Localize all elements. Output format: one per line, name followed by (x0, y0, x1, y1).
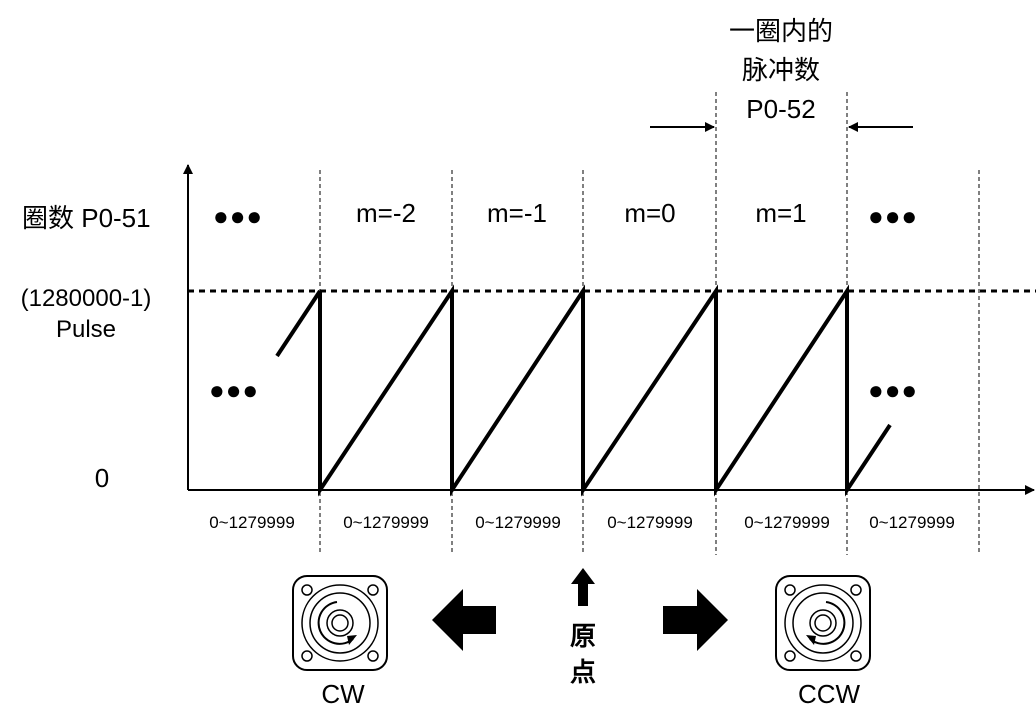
title-line-1: 一圈内的 (729, 16, 833, 46)
range-label: 0~1279999 (869, 513, 955, 532)
origin-label-2: 点 (570, 657, 596, 687)
segment-dividers (319, 92, 980, 555)
segment-label: m=0 (624, 198, 675, 228)
range-label: 0~1279999 (744, 513, 830, 532)
sawtooth-partial-left (275, 289, 322, 358)
title-line-2: 脉冲数 (742, 55, 820, 85)
title-line-3: P0-52 (746, 94, 815, 124)
cw-label: CW (321, 679, 365, 706)
ellipsis-mid-left: ●●● (209, 375, 259, 405)
zero-label: 0 (95, 463, 109, 493)
segment-label: m=-2 (356, 198, 416, 228)
range-label: 0~1279999 (209, 513, 295, 532)
motor-ccw-icon (775, 575, 871, 671)
pulse-unit-label: Pulse (56, 316, 116, 343)
ellipsis-top-left: ●●● (213, 201, 263, 231)
motor-cw-icon (292, 575, 388, 671)
origin-arrow-icon (571, 568, 595, 606)
origin-label-1: 原 (570, 621, 596, 651)
max-pulse-label: (1280000-1) (21, 285, 152, 312)
ccw-label: CCW (798, 679, 861, 706)
ellipsis-top-right: ●●● (868, 201, 918, 231)
range-label: 0~1279999 (343, 513, 429, 532)
arrow-right-icon (663, 589, 728, 651)
sawtooth-waveform (318, 284, 892, 497)
arrow-left-icon (432, 589, 496, 651)
segment-label: m=1 (755, 198, 806, 228)
segment-label: m=-1 (487, 198, 547, 228)
turns-label: 圈数 P0-51 (22, 203, 151, 233)
ellipsis-mid-right: ●●● (868, 375, 918, 405)
range-label: 0~1279999 (475, 513, 561, 532)
range-label: 0~1279999 (607, 513, 693, 532)
